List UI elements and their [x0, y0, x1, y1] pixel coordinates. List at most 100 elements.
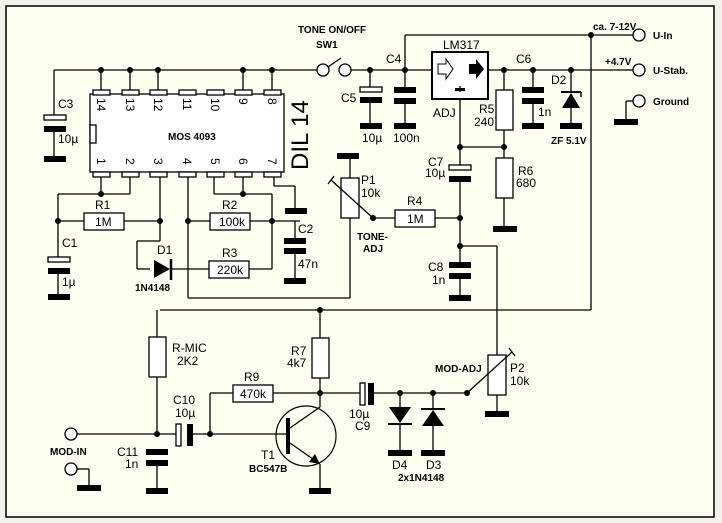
potentiometer-p1: P1 10k TONE- ADJ: [327, 153, 395, 255]
oscillator-wiring: [55, 177, 351, 299]
c2-value: 47n: [298, 257, 318, 271]
u-stab-note: +4.7V: [605, 57, 632, 68]
c6-ref: C6: [516, 52, 532, 66]
capacitor-c2: C2 47n: [284, 221, 318, 284]
ground-label: Ground: [653, 97, 689, 108]
c5-ref: C5: [341, 91, 357, 105]
capacitor-c9: 10µ C9: [349, 382, 374, 433]
c8-ref: C8: [428, 260, 444, 274]
resistor-r9: R9 470k: [232, 370, 274, 403]
r5-value: 240: [474, 115, 494, 129]
c4-value: 100n: [393, 131, 420, 145]
c3-ref: C3: [58, 97, 74, 111]
d2-value: ZF 5.1V: [551, 136, 587, 147]
r3-ref: R3: [222, 246, 238, 260]
c4-ref: C4: [386, 52, 402, 66]
d2-ref: D2: [551, 73, 567, 87]
ic-pin-13: 13: [123, 98, 137, 112]
ground-symbol: [285, 208, 307, 214]
c3-value: 10µ: [58, 132, 78, 146]
ic-pin-2: 2: [123, 158, 137, 165]
mic-wiring: [77, 307, 467, 437]
p2-label: MOD-ADJ: [435, 364, 482, 375]
mod-in-ground-terminal[interactable]: [64, 462, 78, 476]
p1-value: 10k: [361, 186, 381, 200]
c11-value: 1n: [125, 457, 138, 471]
ic-pin-4: 4: [180, 158, 194, 165]
d4-ref: D4: [392, 458, 408, 472]
mod-in-terminal[interactable]: [64, 427, 78, 441]
capacitor-c7: C7 10µ: [425, 147, 472, 246]
ic-pin-8: 8: [265, 98, 279, 105]
c9-value: 10µ: [349, 407, 369, 421]
ic-pin-5: 5: [208, 158, 222, 165]
r2-value: 100k: [219, 215, 246, 229]
c2-ref: C2: [298, 222, 314, 236]
capacitor-c3: C3 10µ: [43, 70, 78, 162]
ground-symbol: [44, 156, 66, 162]
c5-value: 10µ: [362, 131, 382, 145]
u-in-note: ca. 7-12V: [593, 22, 637, 33]
power-terminals: ca. 7-12V U-In +4.7V U-Stab. Ground: [588, 22, 689, 125]
r1-ref: R1: [95, 198, 111, 212]
mod-in-label: MOD-IN: [50, 447, 87, 458]
sw1-label: TONE ON/OFF: [298, 25, 366, 36]
c10-ref: C10: [173, 393, 195, 407]
c11-ref: C11: [117, 445, 138, 459]
ic-pin-3: 3: [151, 158, 165, 165]
c7-ref: C7: [428, 155, 444, 169]
ic-pin-7: 7: [265, 158, 279, 165]
mod-in-terminals: MOD-IN: [50, 427, 101, 491]
ground-terminal[interactable]: [632, 94, 646, 108]
ic-pin-1: 1: [94, 158, 108, 165]
c8-value: 1n: [432, 273, 445, 287]
t1-value: BC547B: [249, 464, 287, 475]
ic-pin-11: 11: [180, 98, 194, 111]
r2-ref: R2: [222, 198, 238, 212]
r6-ref: R6: [518, 164, 534, 178]
u-in-label: U-In: [653, 31, 672, 42]
zener-d2: D2 ZF 5.1V: [551, 67, 587, 147]
resistor-r6: R6 680: [493, 147, 536, 232]
d1-value: 1N4148: [135, 283, 170, 294]
t1-ref: T1: [261, 448, 275, 462]
p1-label-line1: TONE-: [357, 232, 388, 243]
resistor-r1: R1 1M: [83, 198, 125, 231]
r4-value: 1M: [407, 212, 424, 226]
diode-d3: D3 2x1N4148: [398, 390, 445, 484]
u-stab-terminal[interactable]: [632, 63, 646, 77]
ic-4093: 14 13 12 11 10 9 8 1 2 3 4 5 6 7 MOS 409…: [89, 89, 314, 178]
r5-ref: R5: [479, 102, 495, 116]
diode-d1: D1 1N4148: [135, 243, 173, 294]
supply-rail: [54, 34, 626, 311]
resistor-r7: R7 4k7: [287, 337, 330, 379]
ic-package: DIL 14: [287, 100, 314, 170]
switch-sw1[interactable]: TONE ON/OFF SW1: [298, 25, 366, 77]
rmic-ref: R-MIC: [172, 341, 207, 355]
capacitor-c11: C11 1n: [117, 445, 168, 494]
potentiometer-p2: MOD-ADJ P2 10k: [435, 347, 530, 417]
r9-ref: R9: [244, 370, 260, 384]
capacitor-c4: C4 100n: [386, 52, 420, 145]
u-stab-label: U-Stab.: [653, 66, 688, 77]
r7-ref: R7: [291, 344, 307, 358]
capacitor-c10: C10 10µ: [173, 393, 195, 447]
r6-value: 680: [516, 176, 536, 190]
d3-d4-value: 2x1N4148: [398, 473, 445, 484]
capacitor-c8: C8 1n: [428, 243, 498, 355]
ic-pin-12: 12: [151, 98, 165, 112]
p1-label-line2: ADJ: [363, 244, 383, 255]
ic-pin-14: 14: [94, 98, 108, 112]
regulator-name: LM317: [443, 38, 480, 52]
d1-ref: D1: [157, 243, 173, 257]
transistor-t1: T1 BC547B: [249, 405, 337, 494]
ic-name: MOS 4093: [168, 132, 216, 143]
r4-ref: R4: [407, 194, 423, 208]
resistor-r4: R4 1M: [394, 194, 460, 228]
p2-value: 10k: [510, 374, 530, 388]
schematic-frame: [5, 5, 715, 518]
sw1-ref: SW1: [316, 40, 338, 51]
ic-pin-9: 9: [236, 98, 250, 105]
regulator-adj: ADJ: [433, 106, 456, 120]
